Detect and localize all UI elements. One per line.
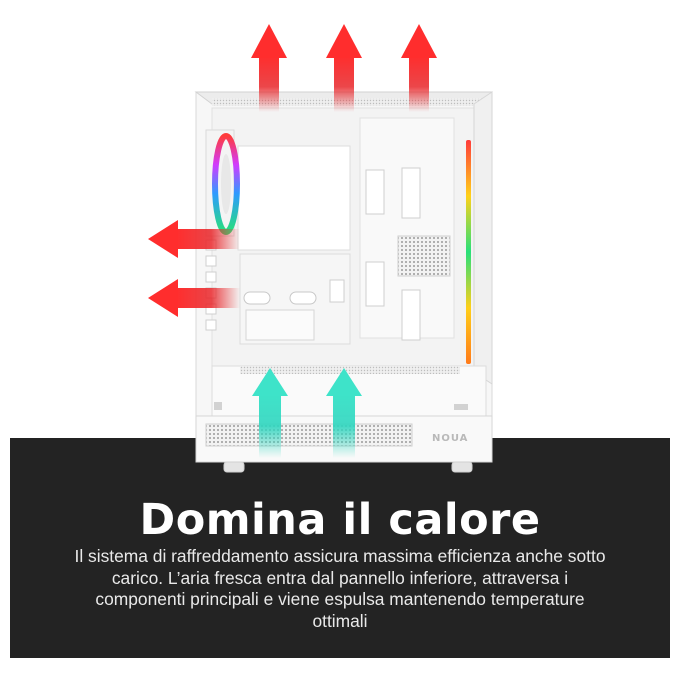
caption-panel — [10, 438, 670, 658]
exhaust-arrow-icon — [148, 220, 240, 258]
exhaust-arrows-top — [251, 24, 437, 112]
pc-case-illustration: NOUA — [148, 24, 493, 473]
exhaust-arrow-icon — [401, 24, 437, 112]
exhaust-arrows-rear — [148, 220, 240, 317]
caption-description: Il sistema di raffreddamento assicura ma… — [74, 546, 606, 631]
pc-case — [194, 91, 493, 473]
brand-logo: NOUA — [432, 433, 468, 444]
exhaust-arrow-icon — [326, 24, 362, 112]
intake-arrows-bottom — [252, 368, 362, 458]
intake-arrow-icon — [326, 368, 362, 458]
exhaust-arrow-icon — [251, 24, 287, 112]
caption-title: Domina il calore — [139, 495, 541, 545]
intake-arrow-icon — [252, 368, 288, 458]
exhaust-arrow-icon — [148, 279, 240, 317]
